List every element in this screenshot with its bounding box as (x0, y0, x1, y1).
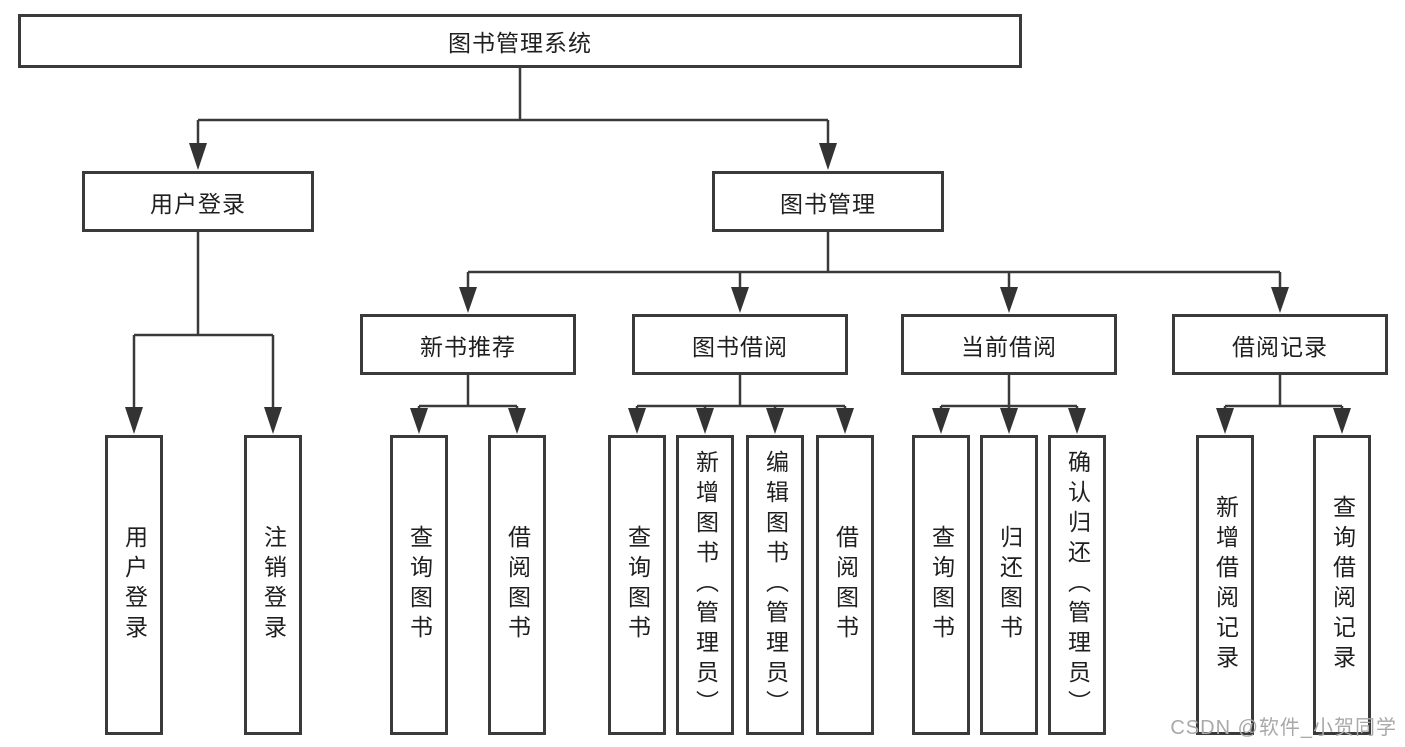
node-book-borrow: 图书借阅 (632, 314, 848, 375)
leaf-query-books-borrow: 查询图书 (608, 435, 666, 735)
leaf-add-books-admin-label: 新增图书（管理员） (692, 450, 719, 720)
node-new-book-recommend: 新书推荐 (360, 314, 576, 375)
leaf-query-books-recommend: 查询图书 (390, 435, 448, 735)
leaf-add-borrow-record-label: 新增借阅记录 (1212, 495, 1239, 675)
node-new-book-recommend-label: 新书推荐 (420, 333, 516, 360)
node-book-management-branch: 图书管理 (712, 171, 944, 232)
leaf-return-books-label: 归还图书 (996, 525, 1023, 645)
node-user-login-branch-label: 用户登录 (150, 190, 246, 217)
node-book-borrow-label: 图书借阅 (692, 333, 788, 360)
leaf-logout-label: 注销登录 (260, 525, 287, 645)
leaf-confirm-return-admin: 确认归还（管理员） (1048, 435, 1106, 735)
leaf-user-login-label: 用户登录 (121, 525, 148, 645)
leaf-user-login: 用户登录 (105, 435, 163, 735)
arrowheads (125, 143, 1351, 434)
leaf-borrow-books-recommend: 借阅图书 (488, 435, 546, 735)
leaf-query-borrow-record: 查询借阅记录 (1313, 435, 1371, 735)
node-borrow-records: 借阅记录 (1172, 314, 1388, 375)
node-borrow-records-label: 借阅记录 (1232, 333, 1328, 360)
leaf-confirm-return-admin-label: 确认归还（管理员） (1064, 450, 1091, 720)
node-user-login-branch: 用户登录 (82, 171, 314, 232)
leaf-logout: 注销登录 (244, 435, 302, 735)
csdn-watermark: CSDN @软件_小贺同学 (1170, 717, 1397, 739)
leaf-query-books-current-label: 查询图书 (928, 525, 955, 645)
leaf-query-borrow-record-label: 查询借阅记录 (1329, 495, 1356, 675)
leaf-query-books-recommend-label: 查询图书 (406, 525, 433, 645)
leaf-return-books: 归还图书 (980, 435, 1038, 735)
leaf-edit-books-admin-label: 编辑图书（管理员） (762, 450, 789, 720)
leaf-borrow-books: 借阅图书 (816, 435, 874, 735)
node-root-system-label: 图书管理系统 (448, 30, 592, 56)
leaf-borrow-books-label: 借阅图书 (832, 525, 859, 645)
node-current-borrow-label: 当前借阅 (961, 333, 1057, 360)
node-root-system: 图书管理系统 (18, 14, 1022, 68)
leaf-edit-books-admin: 编辑图书（管理员） (746, 435, 804, 735)
leaf-add-books-admin: 新增图书（管理员） (676, 435, 734, 735)
leaf-query-books-current: 查询图书 (912, 435, 970, 735)
node-current-borrow: 当前借阅 (901, 314, 1117, 375)
leaf-add-borrow-record: 新增借阅记录 (1196, 435, 1254, 735)
leaf-query-books-borrow-label: 查询图书 (624, 525, 651, 645)
leaf-borrow-books-recommend-label: 借阅图书 (504, 525, 531, 645)
node-book-management-branch-label: 图书管理 (780, 190, 876, 217)
